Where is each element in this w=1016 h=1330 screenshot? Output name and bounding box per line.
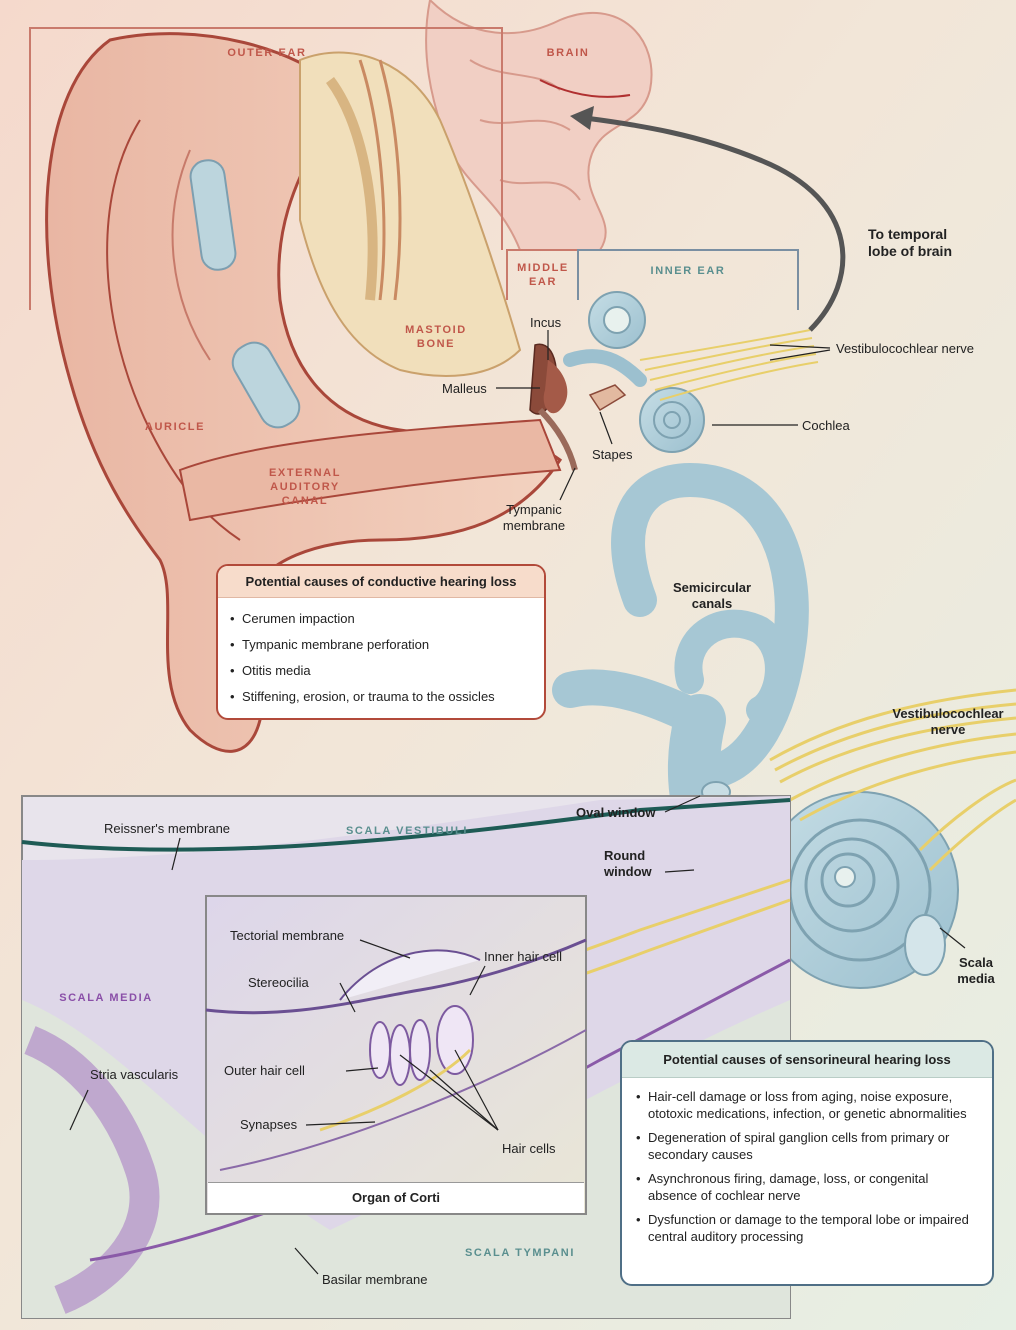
list-item: Hair-cell damage or loss from aging, noi… (636, 1088, 978, 1122)
scala-media-caption: SCALA MEDIA (59, 992, 153, 1004)
list-item: Otitis media (230, 662, 530, 679)
auricle-shape (45, 32, 563, 753)
list-item: Degeneration of spiral ganglion cells fr… (636, 1129, 978, 1163)
outer-ear-caption: OUTER EAR (227, 47, 307, 59)
list-item: Asynchronous firing, damage, loss, or co… (636, 1170, 978, 1204)
reissners-membrane-label: Reissner's membrane (104, 821, 231, 836)
conductive-box-title: Potential causes of conductive hearing l… (218, 566, 544, 598)
incus-shape (543, 360, 568, 414)
tectorial-membrane-shape (339, 949, 481, 1001)
semicircular-canals-label: Semicircular canals (672, 580, 752, 611)
incus-label: Incus (530, 315, 562, 330)
sensorineural-box-title: Potential causes of sensorineural hearin… (622, 1042, 992, 1078)
brain-vessel (539, 79, 631, 98)
to-temporal-lobe-label: To temporal lobe of brain (868, 226, 952, 259)
round-window-label: Round window (604, 848, 652, 879)
stapes-shape (588, 384, 627, 412)
nerve-bundle-mid (769, 688, 1016, 872)
auricle-caption: AURICLE (144, 421, 206, 433)
cochlea-label: Cochlea (802, 418, 850, 433)
outer-ear-bracket (29, 27, 503, 310)
list-item: Dysfunction or damage to the temporal lo… (636, 1211, 978, 1245)
nerve-bundle-top (639, 329, 819, 401)
mastoid-bone-caption: MASTOID BONE (405, 324, 467, 350)
tympanic-membrane-label: Tympanic membrane (502, 502, 566, 533)
hair-cells-label: Hair cells (502, 1141, 556, 1156)
conductive-hearing-loss-box: Potential causes of conductive hearing l… (216, 564, 546, 720)
tympanic-membrane-shape (537, 407, 578, 471)
inner-ear-bracket (577, 249, 799, 310)
sensorineural-causes-list: Hair-cell damage or loss from aging, noi… (622, 1078, 992, 1245)
oval-window-label: Oval window (576, 805, 656, 820)
inner-hair-cell-label: Inner hair cell (484, 949, 563, 964)
stria-vascularis-label: Stria vascularis (90, 1067, 179, 1082)
malleus-label: Malleus (442, 381, 487, 396)
list-item: Cerumen impaction (230, 610, 530, 627)
stereocilia-label: Stereocilia (248, 975, 309, 990)
middle-ear-caption: MIDDLE EAR (517, 262, 569, 288)
outer-hair-cell-label: Outer hair cell (224, 1063, 305, 1078)
vestibulocochlear-nerve-top-label: Vestibulocochlear nerve (836, 341, 975, 356)
auditory-canal-shape (178, 418, 562, 522)
sensorineural-hearing-loss-box: Potential causes of sensorineural hearin… (620, 1040, 994, 1286)
stapes-label: Stapes (592, 447, 633, 462)
brain-caption: BRAIN (546, 47, 590, 59)
inner-ear-small (563, 291, 705, 453)
scala-vestibuli-caption: SCALA VESTIBULI (346, 825, 468, 837)
vestibulocochlear-nerve-mid-label: Vestibulocochlear nerve (892, 706, 1004, 737)
list-item: Stiffening, erosion, or trauma to the os… (230, 688, 530, 705)
scala-tympani-caption: SCALA TYMPANI (464, 1247, 576, 1259)
basilar-membrane-label: Basilar membrane (322, 1272, 428, 1287)
list-item: Tympanic membrane perforation (230, 636, 530, 653)
reissners-membrane-shape (21, 798, 791, 852)
inner-ear-caption: INNER EAR (650, 265, 726, 277)
external-auditory-canal-caption: EXTERNAL AUDITORY CANAL (268, 467, 342, 507)
leader-lines (69, 330, 966, 1275)
scala-media-right-label: Scala media (957, 955, 995, 986)
conductive-causes-list: Cerumen impaction Tympanic membrane perf… (218, 598, 544, 705)
organ-of-corti-caption: Organ of Corti (208, 1182, 584, 1213)
to-brain-arrow (584, 115, 846, 332)
tectorial-membrane-label: Tectorial membrane (230, 928, 345, 943)
stria-vascularis-shape (24, 1026, 160, 1314)
synapses-label: Synapses (240, 1117, 298, 1132)
